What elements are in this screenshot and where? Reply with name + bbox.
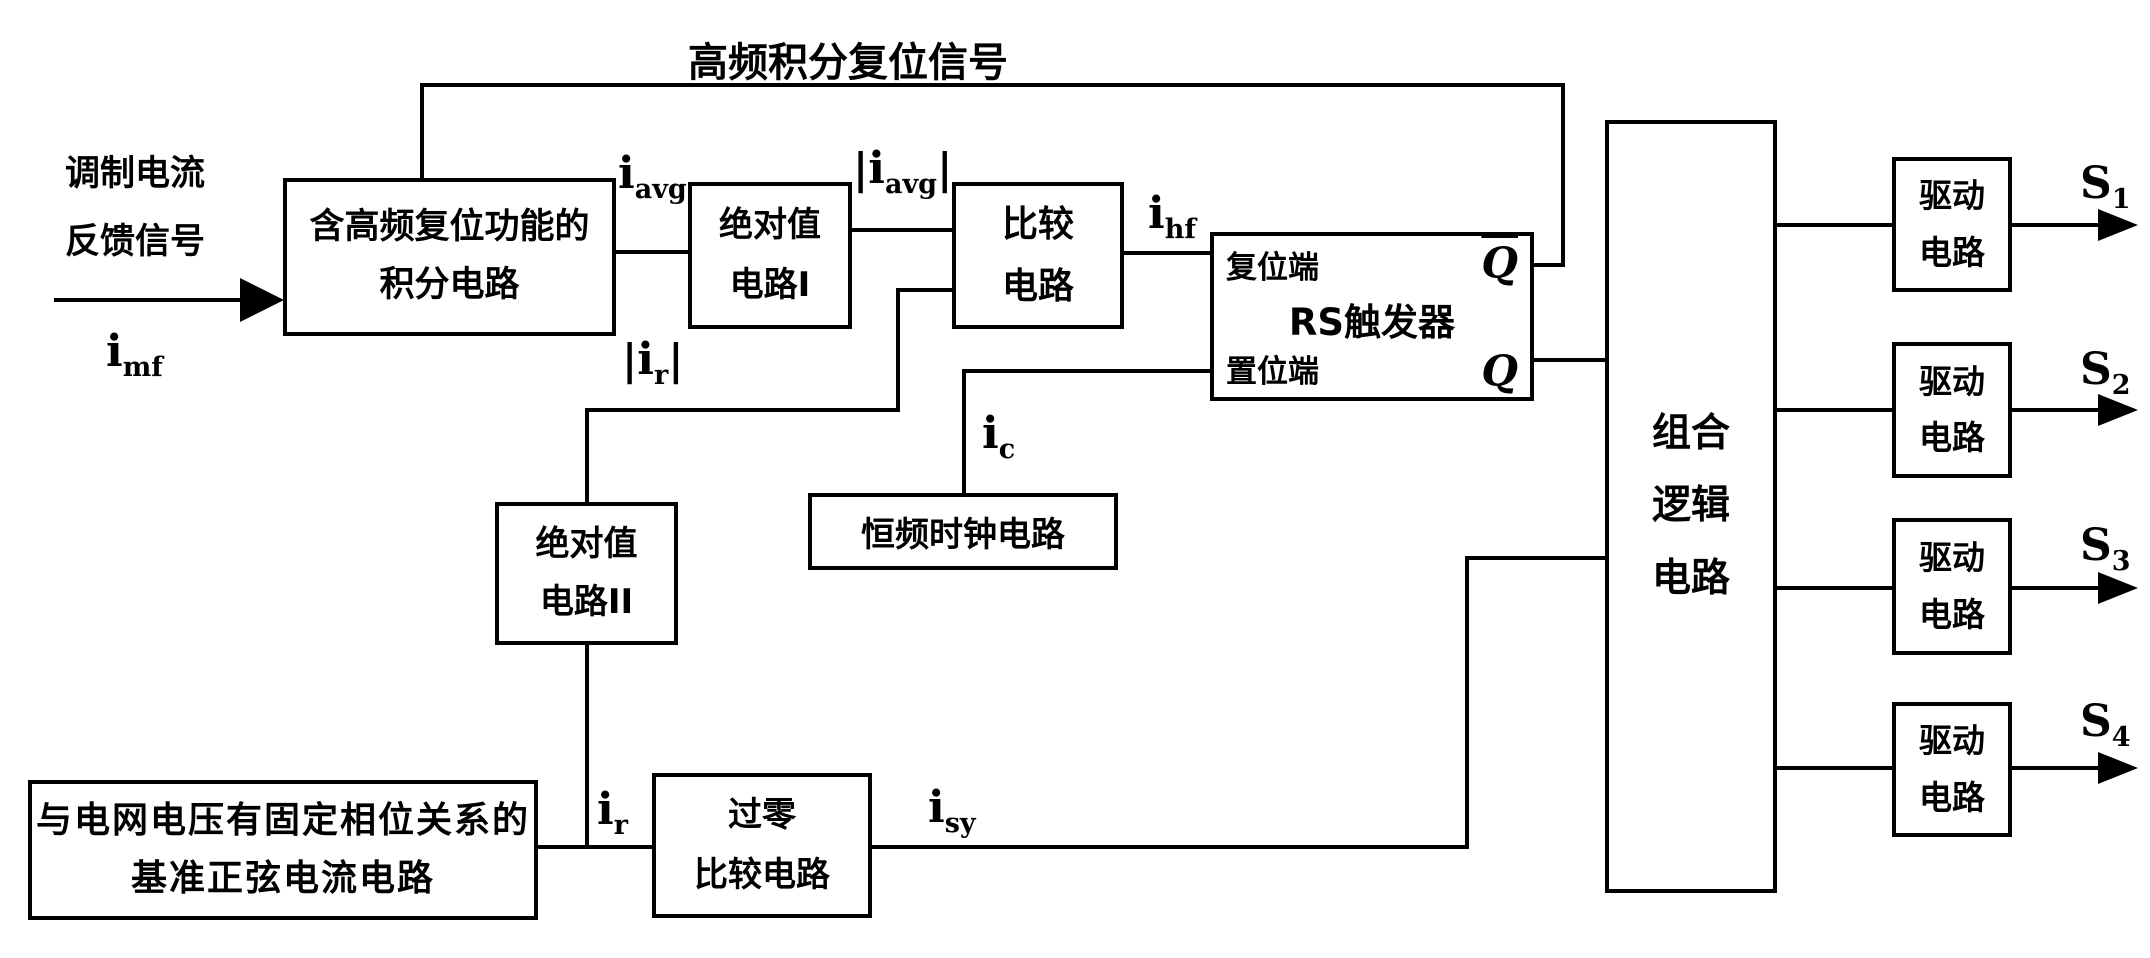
iavg-abs-label: |iavg| <box>853 143 953 200</box>
comparator-line2: 电路 <box>1001 265 1074 307</box>
s4-label: S4 <box>2080 696 2131 753</box>
imf-label: imf <box>106 326 163 383</box>
input-signal-label: 调制电流 反馈信号 <box>55 140 215 277</box>
input-label-line2: 反馈信号 <box>64 222 205 263</box>
ihf-label: ihf <box>1148 188 1196 245</box>
drive-circuit-2-block: 驱动 电路 <box>1892 342 2012 478</box>
rs-q-output-label: Q <box>1481 346 1518 395</box>
drive2-line1: 驱动 <box>1919 361 1985 401</box>
integrator-line1: 含高频复位功能的 <box>309 207 590 248</box>
hf-reset-signal-label: 高频积分复位信号 <box>688 40 1008 86</box>
abs-circuit-2-block: 绝对值 电路II <box>495 502 678 645</box>
input-label-line1: 调制电流 <box>64 154 205 194</box>
clock-block: 恒频时钟电路 <box>808 493 1118 570</box>
clock-line1: 恒频时钟电路 <box>861 515 1065 555</box>
s2-arrowhead <box>2098 394 2138 426</box>
iavg-label: iavg <box>618 148 687 205</box>
integrator-line2: 积分电路 <box>379 265 520 305</box>
drive4-line1: 驱动 <box>1919 721 1985 761</box>
drive3-line2: 电路 <box>1919 594 1985 634</box>
isy-label: isy <box>928 782 976 839</box>
wire-hf-reset-feedback <box>420 83 1565 267</box>
sine-ref-line1: 与电网电压有固定相位关系的 <box>35 800 530 842</box>
logic-line2: 逻辑 <box>1651 483 1730 529</box>
rs-set-port-label: 置位端 <box>1226 354 1319 390</box>
zero-cross-line2: 比较电路 <box>694 854 830 895</box>
rs-flipflop-block: 复位端 Q RS触发器 置位端 Q <box>1210 232 1534 401</box>
rs-title: RS触发器 <box>1288 301 1456 344</box>
comparator-line1: 比较 <box>1001 204 1074 246</box>
ic-label: ic <box>982 408 1016 465</box>
abs1-line1: 绝对值 <box>719 205 821 245</box>
wire-ic-set <box>962 369 1210 493</box>
s4-arrowhead <box>2098 752 2138 784</box>
abs2-line2: 电路II <box>539 581 634 622</box>
wire-ir-abs <box>585 288 952 502</box>
abs-circuit-1-block: 绝对值 电路I <box>688 182 852 329</box>
drive4-line2: 电路 <box>1919 777 1985 817</box>
zero-cross-line1: 过零 <box>728 795 796 835</box>
sine-ref-line2: 基准正弦电流电路 <box>130 858 435 899</box>
comparator-block: 比较 电路 <box>952 182 1124 329</box>
abs2-line1: 绝对值 <box>535 523 638 564</box>
s3-arrowhead <box>2098 572 2138 604</box>
s2-label: S2 <box>2080 344 2131 401</box>
logic-block: 组合 逻辑 电路 <box>1605 120 1777 893</box>
drive3-line1: 驱动 <box>1919 538 1985 578</box>
zero-cross-comparator-block: 过零 比较电路 <box>652 773 872 918</box>
imf-arrowhead <box>240 278 284 322</box>
rs-reset-port-label: 复位端 <box>1226 250 1319 286</box>
ir-abs-label: |ir| <box>622 334 684 391</box>
abs1-line2: 电路I <box>729 264 811 305</box>
rs-qbar-output-label: Q <box>1481 238 1518 287</box>
s1-label: S1 <box>2080 158 2131 215</box>
wire-isy <box>872 556 1605 849</box>
ir-label: ir <box>597 784 628 841</box>
drive2-line2: 电路 <box>1919 418 1985 457</box>
drive-circuit-4-block: 驱动 电路 <box>1892 702 2012 837</box>
drive-circuit-3-block: 驱动 电路 <box>1892 518 2012 655</box>
logic-line3: 电路 <box>1651 555 1730 601</box>
integrator-block: 含高频复位功能的 积分电路 <box>283 178 616 336</box>
sine-reference-block: 与电网电压有固定相位关系的 基准正弦电流电路 <box>28 780 538 920</box>
drive1-line2: 电路 <box>1919 232 1985 272</box>
drive1-line1: 驱动 <box>1919 176 1985 216</box>
s1-arrowhead <box>2098 209 2138 241</box>
drive-circuit-1-block: 驱动 电路 <box>1892 157 2012 292</box>
logic-line1: 组合 <box>1651 411 1730 457</box>
s3-label: S3 <box>2080 520 2131 577</box>
